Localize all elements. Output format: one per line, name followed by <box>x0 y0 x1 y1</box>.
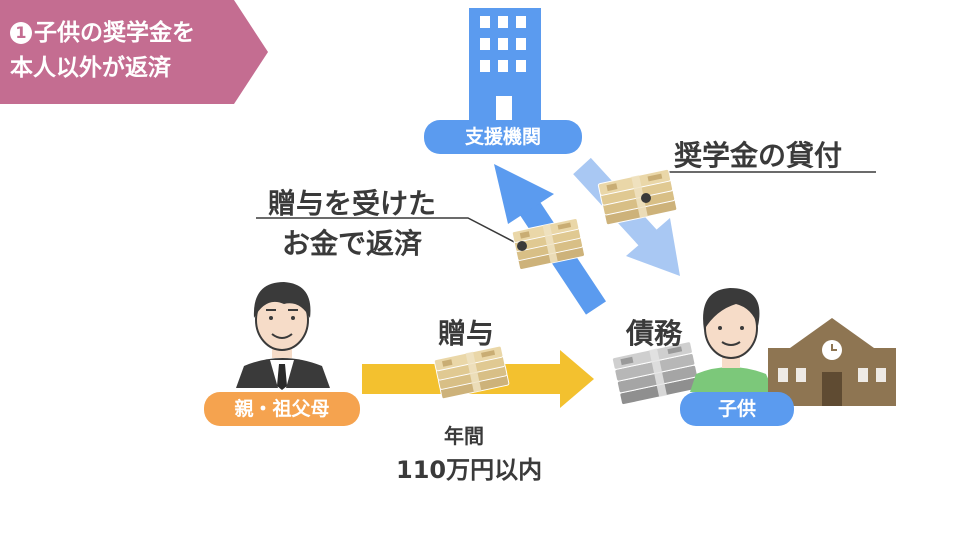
boy-icon <box>690 288 774 392</box>
leader-dot <box>517 241 527 251</box>
gift-annotation: 贈与 <box>438 317 495 350</box>
banner-line-2: 本人以外が返済 <box>10 55 171 81</box>
repay-annotation-line-1: 贈与を受けた <box>268 187 437 220</box>
agency-label: 支援機関 <box>424 120 582 154</box>
building-icon <box>469 8 541 120</box>
child-label: 子供 <box>680 392 794 426</box>
limit-annotation-line-1: 年間 <box>444 424 484 448</box>
step-number: 1 <box>10 22 32 44</box>
leader-dot <box>641 193 651 203</box>
loan-annotation: 奨学金の貸付 <box>674 139 843 172</box>
repay-annotation-line-2: お金で返済 <box>282 227 423 260</box>
parents-label: 親・祖父母 <box>204 392 360 426</box>
banner-line-1: 子供の奨学金を <box>34 20 195 46</box>
debt-annotation: 債務 <box>626 317 683 350</box>
man-icon <box>236 282 330 390</box>
limit-annotation-line-2: 110万円以内 <box>396 456 543 484</box>
title-banner <box>0 0 268 104</box>
money-bundle-icon <box>597 168 678 226</box>
school-icon <box>768 318 896 406</box>
